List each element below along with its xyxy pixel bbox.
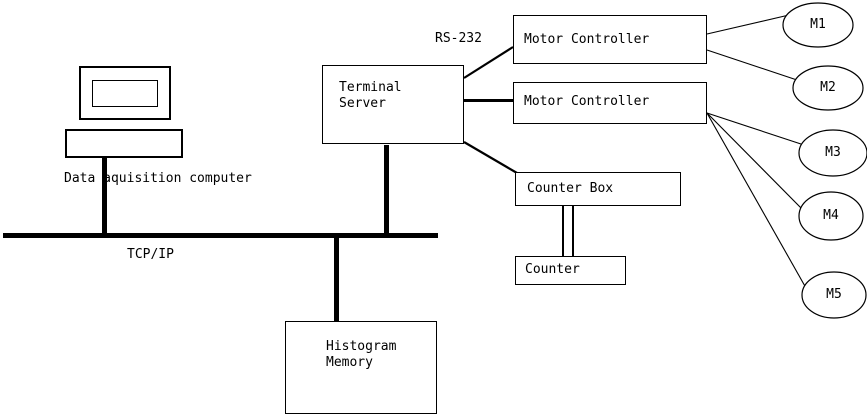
- motor-label-m2: M2: [820, 80, 836, 95]
- counter-label: Counter: [525, 262, 580, 277]
- terminal-server-label-line1: Terminal: [339, 80, 402, 95]
- counter-box-label: Counter Box: [527, 181, 614, 196]
- motor-controller-1-box: [513, 15, 707, 64]
- motor-controller-2-label: Motor Controller: [524, 94, 650, 109]
- tcpip-bus-line: [3, 233, 438, 238]
- link-counterbox-counter-a: [562, 205, 564, 257]
- motor-controller-1-label: Motor Controller: [524, 32, 650, 47]
- terminal-server-label-line2: Server: [339, 96, 386, 111]
- motor-label-m4: M4: [823, 208, 839, 223]
- motor-label-m5: M5: [826, 287, 842, 302]
- histogram-memory-label-line2: Memory: [326, 355, 373, 370]
- computer-base: [65, 129, 183, 158]
- link-terminalserver-motorcontroller1: [463, 46, 514, 79]
- terminal-server-box: [322, 65, 464, 144]
- link-motorcontroller2-m5: [706, 112, 807, 289]
- tcpip-bus-label: TCP/IP: [127, 247, 174, 262]
- motor-controller-2-box: [513, 82, 707, 124]
- counter-box: [515, 256, 626, 285]
- link-motorcontroller2-m4: [706, 112, 804, 211]
- rs232-link-label: RS-232: [435, 31, 482, 46]
- link-motorcontroller1-m1: [706, 14, 790, 35]
- histogram-memory-box: [285, 321, 437, 414]
- motor-label-m3: M3: [825, 145, 841, 160]
- link-terminalserver-motorcontroller2: [463, 99, 514, 102]
- computer-screen: [92, 80, 158, 107]
- counter-box-box: [515, 172, 681, 206]
- link-counterbox-counter-b: [572, 205, 574, 257]
- motor-label-m1: M1: [810, 17, 826, 32]
- drop-line-histogram-memory: [334, 237, 339, 322]
- link-motorcontroller2-m3: [706, 112, 805, 146]
- link-motorcontroller1-m2: [706, 49, 798, 81]
- drop-line-computer: [102, 155, 107, 235]
- drop-line-terminal-server: [384, 145, 389, 235]
- link-terminalserver-counterbox: [463, 141, 518, 174]
- histogram-memory-label-line1: Histogram: [326, 339, 397, 354]
- computer-label: Data aquisition computer: [64, 171, 252, 186]
